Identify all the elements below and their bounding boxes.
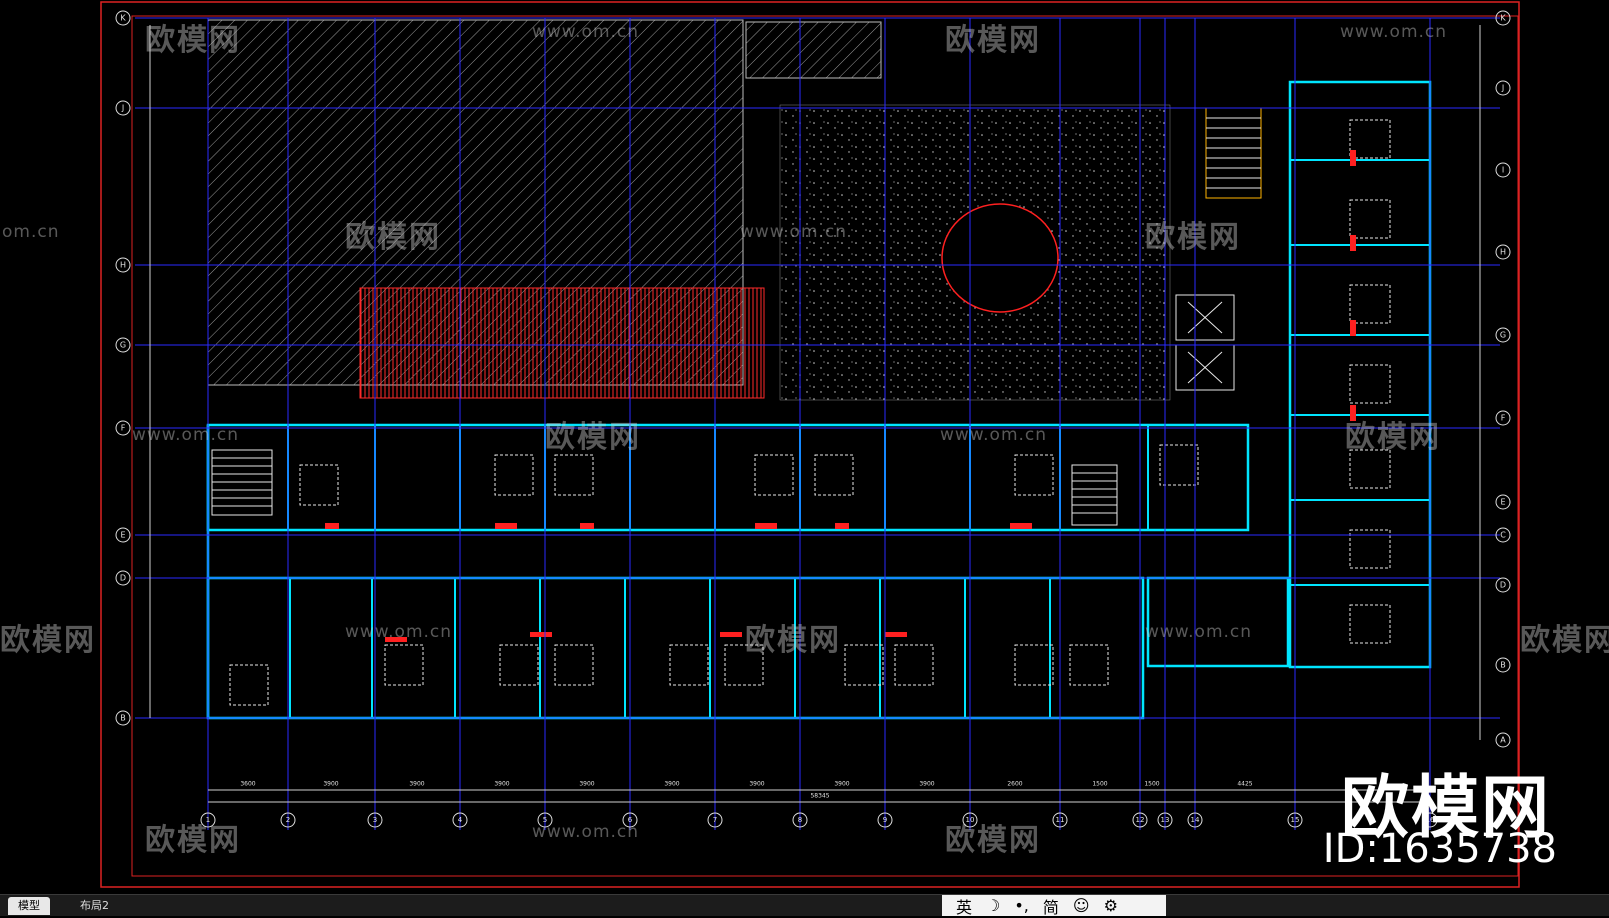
cad-drawing-canvas[interactable]: KJHGFEDBKJIHGFECDBA123456789101112131415…	[0, 0, 1609, 894]
grid-label-left: J	[121, 104, 124, 113]
grid-label-bottom: 12	[1136, 816, 1145, 824]
grid-label-bottom: 4	[458, 816, 463, 824]
south-room-partitions	[289, 578, 1051, 718]
grid-label-left: H	[120, 261, 126, 270]
grid-label-left: G	[120, 341, 126, 350]
ime-lang-toggle[interactable]: 英	[956, 897, 973, 917]
grid-label-bottom: 14	[1191, 816, 1200, 824]
dimension-lines	[149, 25, 1481, 803]
grid-bubbles-right	[1495, 10, 1511, 748]
dimension-text: 3900	[834, 781, 849, 788]
grid-label-bottom: 3	[373, 816, 377, 824]
grid-label-bottom: 11	[1056, 816, 1065, 824]
plot-frame	[131, 15, 1519, 877]
emoji-icon[interactable]: ☺	[1072, 896, 1090, 915]
dimension-text: 1500	[1092, 781, 1107, 788]
grid-label-bottom: 5	[543, 816, 547, 824]
ime-toolbar: 英 ☽ •, 简 ☺ ⚙	[942, 895, 1166, 917]
dimension-text: 3900	[323, 781, 338, 788]
stair-mid	[1071, 464, 1118, 526]
grid-label-right: E	[1500, 498, 1505, 507]
elevator-shafts	[1175, 294, 1235, 391]
grid-label-right: J	[1501, 84, 1504, 93]
moon-icon[interactable]: ☽	[986, 896, 1001, 915]
dimension-text: 3600	[240, 781, 255, 788]
grid-label-bottom: 13	[1161, 816, 1170, 824]
stair-left	[211, 449, 273, 516]
red-fixtures	[325, 150, 1356, 642]
grid-label-right: A	[1500, 736, 1506, 745]
tab-layout2[interactable]: 布局2	[80, 899, 109, 912]
grid-bubbles-bottom	[200, 812, 1438, 828]
grid-label-right: I	[1502, 166, 1504, 175]
grid-label-right: K	[1500, 14, 1506, 23]
axis-grid	[135, 17, 1500, 830]
grid-label-bottom: 6	[628, 816, 633, 824]
grid-label-left: F	[121, 424, 126, 433]
dimension-text: 3900	[749, 781, 764, 788]
watermark-id: ID:1635738	[1322, 826, 1557, 872]
drawing-border	[100, 1, 1520, 888]
dimension-text: 3900	[409, 781, 424, 788]
ime-mode-toggle[interactable]: 简	[1042, 897, 1059, 917]
dimension-total: 58345	[810, 793, 829, 800]
grid-label-bottom: 16	[1426, 816, 1435, 824]
east-room-partitions	[1290, 159, 1430, 586]
settings-icon[interactable]: ⚙	[1103, 896, 1118, 915]
dimension-text: 1500	[1144, 781, 1159, 788]
beds	[229, 119, 1391, 706]
red-deck	[359, 287, 765, 399]
grid-label-left: K	[120, 14, 126, 23]
grid-label-bottom: 8	[798, 816, 802, 824]
grid-label-bottom: 15	[1291, 816, 1300, 824]
grid-label-bottom: 2	[286, 816, 290, 824]
grid-label-left: B	[120, 714, 126, 723]
grid-label-bottom: 9	[883, 816, 887, 824]
grid-label-bottom: 10	[966, 816, 975, 824]
grid-label-bottom: 7	[713, 816, 717, 824]
dimension-text: 3900	[919, 781, 934, 788]
grid-label-right: D	[1500, 581, 1506, 590]
grid-label-left: E	[120, 531, 125, 540]
dimension-text: 3900	[664, 781, 679, 788]
dimension-text: 4425	[1237, 781, 1252, 788]
punctuation-icon[interactable]: •,	[1014, 896, 1029, 915]
dimension-text: 2600	[1007, 781, 1022, 788]
grid-label-right: B	[1500, 661, 1506, 670]
grid-bubbles-left	[115, 10, 131, 726]
watermark-logo: 欧模网	[1340, 769, 1551, 848]
stair-east	[1205, 107, 1262, 199]
layout-tab-bar: 模型 布局2 英 ☽ •, 简 ☺ ⚙	[0, 894, 1609, 917]
hatch-area-small	[745, 21, 882, 79]
tab-model[interactable]: 模型	[8, 897, 50, 915]
dimension-text: 3900	[579, 781, 594, 788]
north-room-partitions	[287, 425, 1149, 530]
grid-label-right: G	[1500, 331, 1506, 340]
pond	[941, 203, 1059, 313]
grid-label-right: H	[1500, 248, 1506, 257]
grid-label-left: D	[120, 574, 126, 583]
dimension-text: 3900	[494, 781, 509, 788]
grid-label-bottom: 1	[206, 816, 210, 824]
grid-label-right: F	[1501, 414, 1506, 423]
grid-label-right: C	[1500, 531, 1506, 540]
